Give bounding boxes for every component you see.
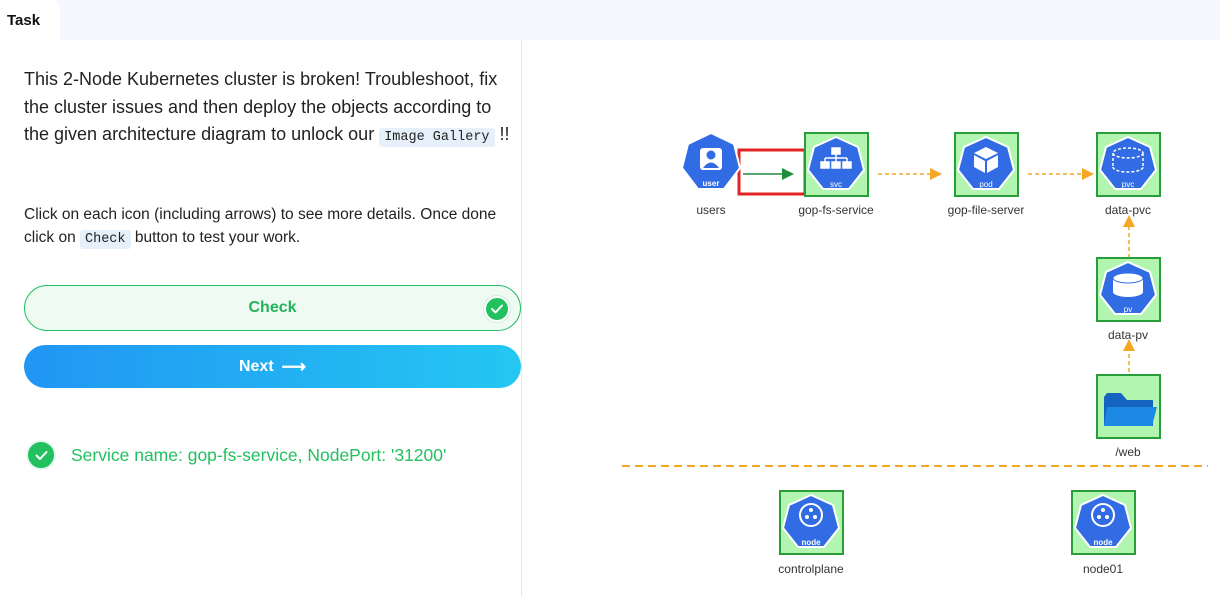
architecture-diagram: user svc [523,40,1220,596]
pvc-badge: pvc [1122,180,1134,189]
service-icon [820,147,852,169]
pv-icon [1112,272,1144,297]
users-label: users [696,203,726,217]
web-label: /web [1115,445,1141,459]
service-badge: svc [830,180,842,189]
pvc-icon [1112,147,1144,173]
check-button[interactable]: Check [24,285,521,331]
users-to-service-arrow[interactable] [737,148,807,196]
folder-icon [1104,393,1157,426]
controlplane-badge: node [801,538,821,547]
arrow-right-icon: ⟶ [281,356,307,376]
service-node[interactable]: svc [804,132,869,197]
success-check-icon [26,440,56,470]
check-button-label: Check [248,299,297,316]
node-icon [1091,503,1115,527]
pod-node[interactable]: pod [954,132,1019,197]
pvc-node[interactable]: pvc [1096,132,1161,197]
service-label: gop-fs-service [798,203,874,217]
next-button-label: Next [238,357,274,375]
task-instructions-text: Click on each icon (including arrows) to… [24,206,497,246]
next-button[interactable]: Next ⟶ [24,345,521,388]
check-code: Check [80,230,131,249]
node-icon [799,503,823,527]
pv-label: data-pv [1107,328,1149,342]
status-text: Service name: gop-fs-service, NodePort: … [71,444,447,465]
pod-badge: pod [979,180,992,189]
web-folder-node[interactable] [1096,374,1161,439]
pod-label: gop-file-server [947,203,1025,217]
task-description: This 2-Node Kubernetes cluster is broken… [24,66,514,152]
image-gallery-code: Image Gallery [379,128,495,147]
task-panel: This 2-Node Kubernetes cluster is broken… [0,40,522,596]
task-instructions: Click on each icon (including arrows) to… [24,203,504,251]
check-success-icon [484,296,510,322]
node01-node[interactable]: node [1071,490,1136,555]
node01-badge: node [1093,538,1113,547]
pvc-label: data-pvc [1104,203,1152,217]
top-tab-bar: Task [0,0,1220,40]
controlplane-label: controlplane [778,562,844,576]
node01-label: node01 [1082,562,1124,576]
users-node[interactable]: user [680,131,742,190]
status-message: Service name: gop-fs-service, NodePort: … [26,438,446,472]
controlplane-node[interactable]: node [779,490,844,555]
task-description-text: This 2-Node Kubernetes cluster is broken… [24,69,498,144]
task-instructions-end: button to test your work. [130,229,301,246]
pod-icon [974,147,998,173]
pv-node[interactable]: pv [1096,257,1161,322]
tab-task[interactable]: Task [0,0,60,40]
pv-badge: pv [1124,305,1132,314]
users-badge: user [703,179,720,188]
task-description-end: !! [494,124,510,144]
